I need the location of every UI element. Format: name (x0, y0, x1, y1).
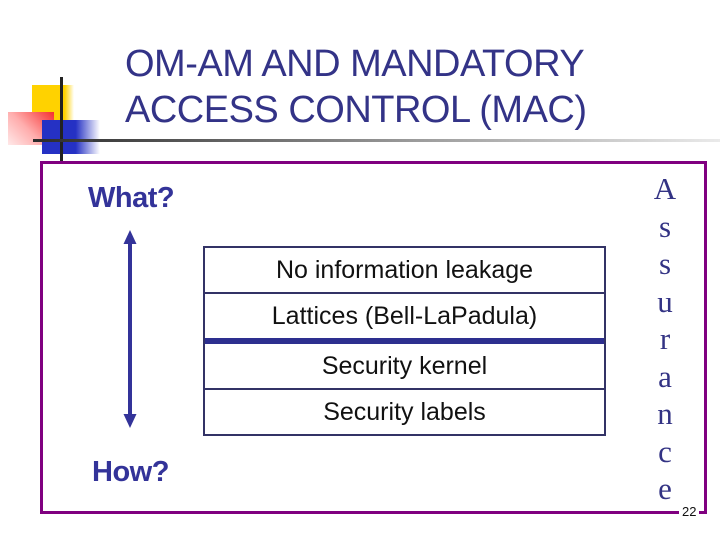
table-row: Security kernel (205, 338, 604, 388)
content-box: What? No information leakage Lattices (B… (40, 161, 707, 514)
slide-title: OM-AM AND MANDATORY ACCESS CONTROL (MAC) (125, 43, 587, 132)
table-row: No information leakage (275, 255, 534, 284)
assurance-letter: s (658, 208, 672, 244)
assurance-vertical-label: A s s u r a n c e (643, 170, 687, 508)
double-arrow-icon (122, 230, 138, 428)
how-label: How? (92, 456, 169, 488)
table-row: Security labels (205, 388, 604, 434)
assurance-letter: u (657, 283, 673, 319)
table-row: Lattices (Bell-LaPadula) (205, 292, 604, 338)
page-number: 22 (679, 504, 700, 519)
decor-vertical-line (60, 77, 63, 165)
what-label: What? (88, 182, 175, 214)
assurance-letter: c (658, 433, 672, 469)
decor-horizontal-rule (33, 139, 720, 142)
assurance-letter: e (658, 471, 672, 506)
assurance-letter: n (657, 396, 673, 431)
assurance-letter: A (653, 171, 677, 206)
assurance-letter: a (658, 358, 672, 394)
assurance-letter: s (658, 246, 672, 281)
decor-blue-square (42, 120, 100, 154)
assurance-letter: r (659, 321, 671, 356)
layers-table: No information leakage Lattices (Bell-La… (203, 246, 606, 436)
